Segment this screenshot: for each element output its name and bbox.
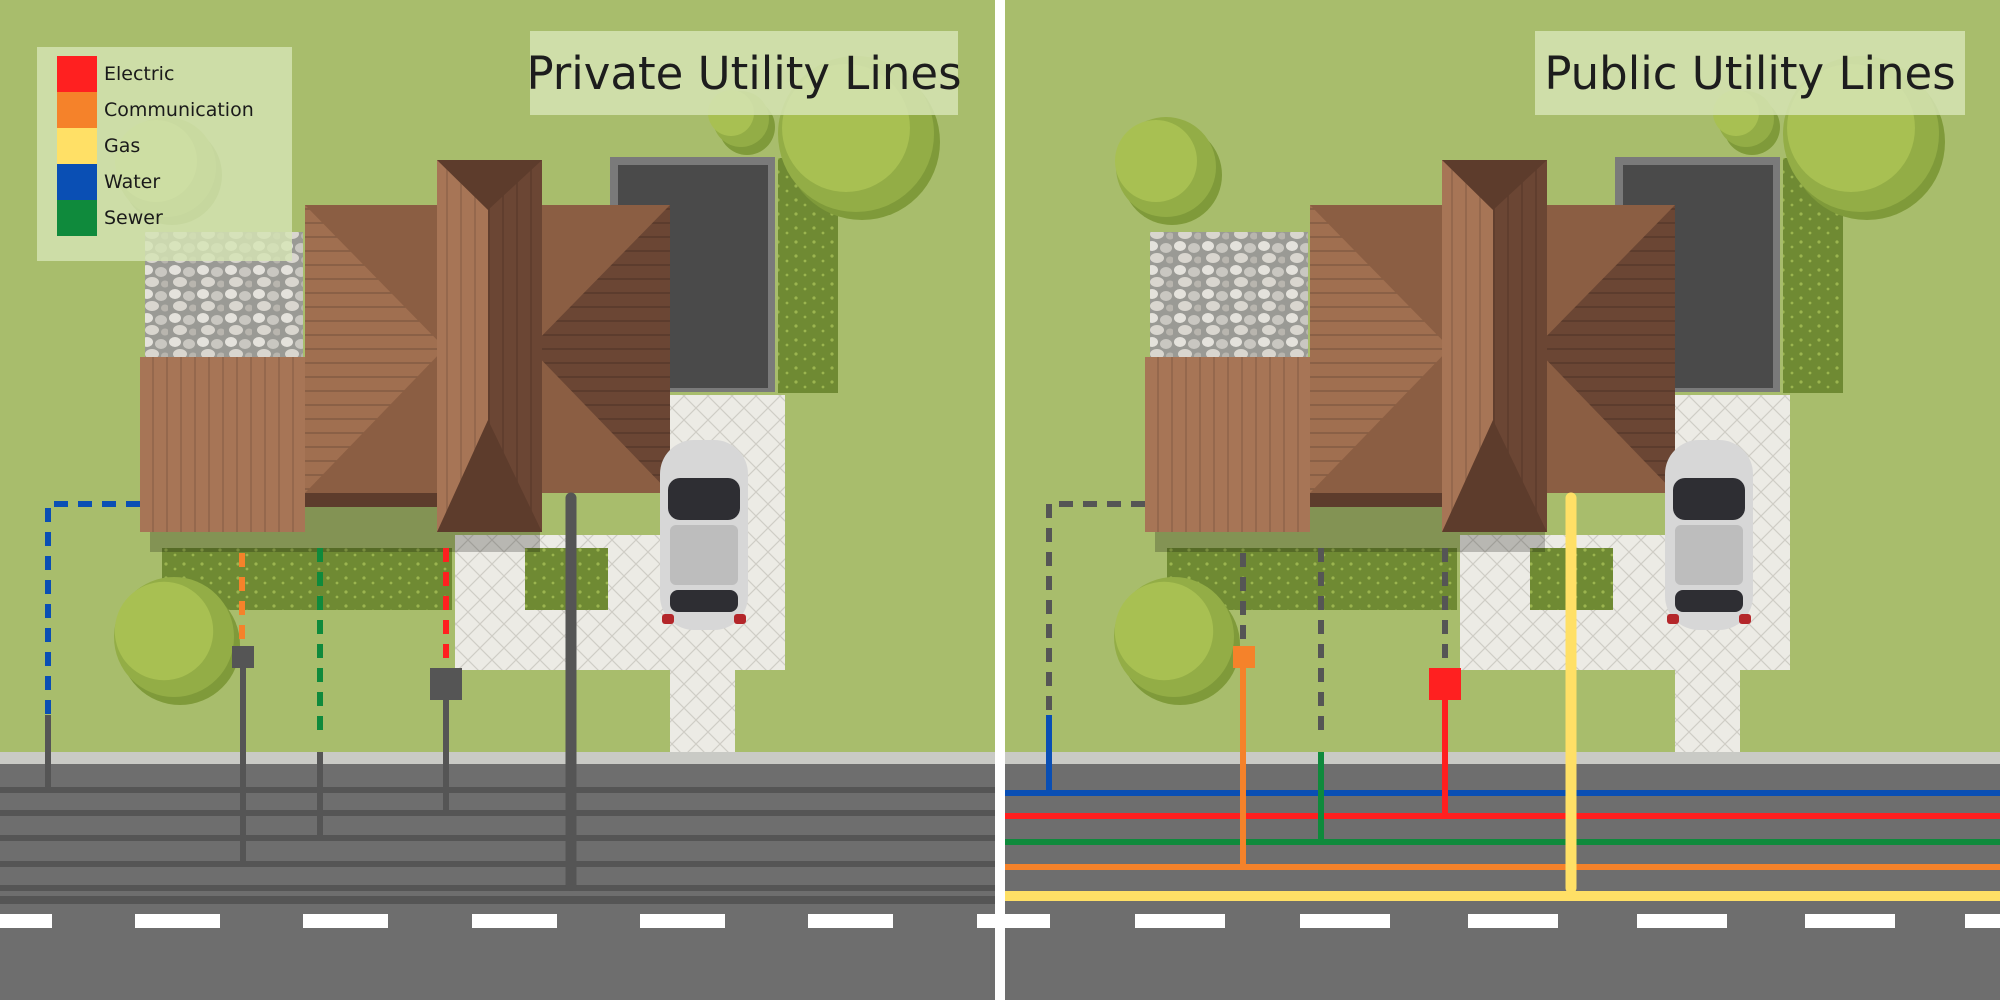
legend-swatch-communication <box>57 92 97 128</box>
panel-title-box: Public Utility Lines <box>1535 31 1965 115</box>
electric-meter-box <box>1429 668 1461 700</box>
roof-eave-left <box>1310 493 1442 507</box>
lane-marking <box>1805 914 1895 928</box>
roof-ridge-right-texture <box>1493 160 1547 532</box>
lane-marking <box>472 914 557 928</box>
road <box>0 764 995 1000</box>
panel-title: Public Utility Lines <box>1544 46 1956 100</box>
car-tail-light-right <box>1739 614 1751 624</box>
legend-label-water: Water <box>104 171 161 193</box>
stone-patio <box>1150 232 1308 357</box>
lane-marking <box>0 914 52 928</box>
public-site-plan <box>1005 0 2000 1000</box>
lane-marking <box>135 914 220 928</box>
lane-marking <box>1300 914 1390 928</box>
legend-swatch-sewer <box>57 200 97 236</box>
lane-marking <box>1965 914 2000 928</box>
lane-marking <box>640 914 725 928</box>
communication-box <box>1233 646 1255 668</box>
front-tree-canopy <box>1114 581 1214 681</box>
private-utility-panel: Private Utility Lines Electric Communica… <box>0 0 995 1000</box>
public-utility-panel: Public Utility Lines <box>1005 0 2000 1000</box>
legend-label-sewer: Sewer <box>104 207 163 229</box>
front-tree-canopy <box>114 581 214 681</box>
lane-marking <box>1005 914 1050 928</box>
roof-right-facet-texture <box>1535 205 1675 493</box>
legend-label-communication: Communication <box>104 99 254 121</box>
private-site-plan <box>0 0 995 1000</box>
roof-left-facet-texture <box>1310 205 1450 493</box>
legend-swatch-electric <box>57 56 97 92</box>
legend: Electric Communication Gas Water Sewer <box>37 47 292 261</box>
roof-side-wing-texture <box>1145 357 1310 532</box>
water-lateral-dashed <box>1046 501 1145 715</box>
roof-peak-top <box>1442 160 1547 210</box>
car-rear-window <box>670 590 738 612</box>
roof-ridge-left-texture <box>437 160 488 532</box>
legend-label-gas: Gas <box>104 135 141 157</box>
car-tail-light-left <box>1667 614 1679 624</box>
road <box>1005 764 2000 1000</box>
legend-item-sewer: Sewer <box>57 200 163 236</box>
roof-ridge-left-texture <box>1442 160 1493 532</box>
electric-meter-box <box>430 668 462 700</box>
legend-swatch-water <box>57 164 97 200</box>
roof-side-wing-texture <box>140 357 305 532</box>
car-tail-light-left <box>662 614 674 624</box>
roof-peak-bottom <box>1442 420 1547 532</box>
lane-marking <box>977 914 995 928</box>
roof-eave-left <box>305 493 437 507</box>
lane-marking <box>808 914 893 928</box>
side-tree-canopy <box>1115 120 1197 202</box>
lane-marking <box>1135 914 1225 928</box>
legend-item-electric: Electric <box>57 56 174 92</box>
car-roof <box>670 525 738 585</box>
roof-left-facet-texture <box>305 205 445 493</box>
car-windshield <box>668 478 740 520</box>
legend-item-gas: Gas <box>57 128 140 164</box>
legend-label-electric: Electric <box>104 63 175 85</box>
water-lateral-dashed <box>45 501 140 715</box>
legend-item-water: Water <box>57 164 160 200</box>
car-rear-window <box>1675 590 1743 612</box>
legend-swatch-gas <box>57 128 97 164</box>
lane-marking <box>1637 914 1727 928</box>
lane-marking <box>303 914 388 928</box>
panel-title-box: Private Utility Lines <box>526 31 962 115</box>
legend-item-communication: Communication <box>57 92 254 128</box>
panel-title: Private Utility Lines <box>526 46 962 100</box>
roof-right-facet-texture <box>530 205 670 493</box>
lane-marking <box>1468 914 1558 928</box>
car-roof <box>1675 525 1743 585</box>
panel-divider <box>995 0 1005 1000</box>
roof-peak-bottom <box>437 420 542 532</box>
car-tail-light-right <box>734 614 746 624</box>
communication-box <box>232 646 254 668</box>
sidewalk-curb <box>0 752 995 764</box>
sidewalk-curb <box>1005 752 2000 764</box>
roof-ridge-right-texture <box>488 160 542 532</box>
roof-peak-top <box>437 160 542 210</box>
car-windshield <box>1673 478 1745 520</box>
